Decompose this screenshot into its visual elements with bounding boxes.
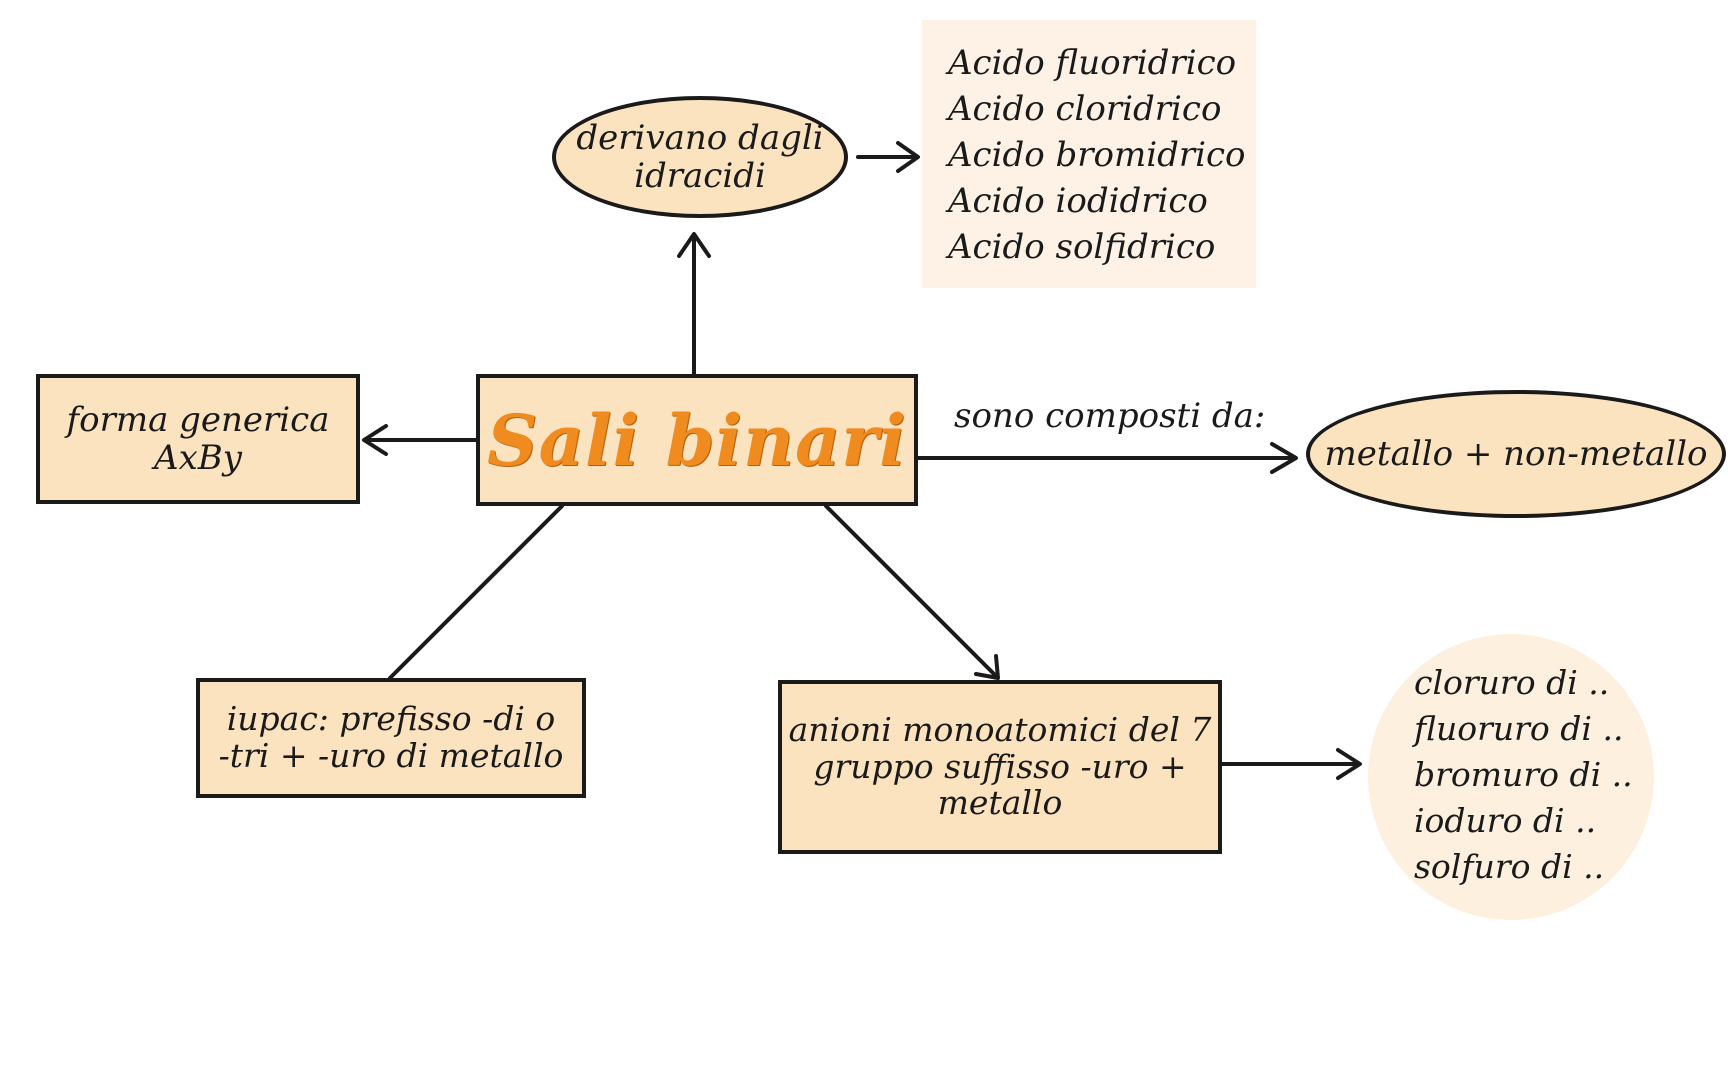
- anions-line-1: anioni monoatomici del 7: [788, 709, 1212, 749]
- salt-item: solfuro di ..: [1414, 847, 1605, 886]
- arrowhead-salts: [1336, 748, 1362, 780]
- acid-list-panel: [922, 20, 1256, 288]
- arrowhead-origin: [677, 232, 711, 258]
- composition-node: metallo + non-metallo: [1306, 390, 1726, 518]
- acid-item: Acido iodidrico: [948, 181, 1208, 221]
- arrowhead-generic-form: [362, 424, 388, 456]
- central-node: Sali binari: [476, 374, 918, 506]
- anions-line-2: gruppo suffisso -uro +: [813, 746, 1187, 786]
- salt-list-circle: [1368, 634, 1654, 920]
- generic-form-line-1: forma generica: [66, 399, 330, 440]
- acid-list: Acido fluoridrico Acido cloridrico Acido…: [948, 40, 1246, 270]
- anions-line-3: metallo: [937, 783, 1063, 823]
- arrowhead-acids: [896, 141, 920, 173]
- acid-item: Acido solfidrico: [948, 227, 1216, 267]
- acid-item: Acido bromidrico: [948, 135, 1246, 175]
- arrowhead-composition: [1270, 442, 1298, 474]
- composition-text: metallo + non-metallo: [1324, 433, 1708, 474]
- central-title: Sali binari: [487, 398, 907, 482]
- acid-item: Acido cloridrico: [948, 89, 1222, 129]
- salt-item: cloruro di ..: [1414, 663, 1610, 702]
- salt-list: cloruro di .. fluoruro di .. bromuro di …: [1414, 660, 1633, 890]
- salt-item: ioduro di ..: [1414, 801, 1597, 840]
- origin-node: derivano dagli idracidi: [552, 96, 848, 218]
- origin-line-2: idracidi: [634, 156, 766, 196]
- edge-to-anions: [824, 504, 998, 678]
- salt-item: bromuro di ..: [1414, 755, 1633, 794]
- iupac-line-1: iupac: prefisso -di o: [226, 699, 556, 739]
- composition-edge-label: sono composti da:: [954, 396, 1266, 436]
- anions-node: anioni monoatomici del 7 gruppo suffisso…: [778, 680, 1222, 854]
- acid-item: Acido fluoridrico: [948, 43, 1237, 83]
- salt-item: fluoruro di ..: [1414, 709, 1624, 748]
- generic-form-line-2: AxBy: [154, 438, 242, 478]
- iupac-node: iupac: prefisso -di o -tri + -uro di met…: [196, 678, 586, 798]
- arrowhead-anions: [974, 654, 1000, 680]
- origin-line-1: derivano dagli: [576, 117, 824, 158]
- edge-to-iupac: [388, 504, 564, 680]
- generic-form-node: forma generica AxBy: [36, 374, 360, 504]
- iupac-line-2: -tri + -uro di metallo: [218, 736, 564, 775]
